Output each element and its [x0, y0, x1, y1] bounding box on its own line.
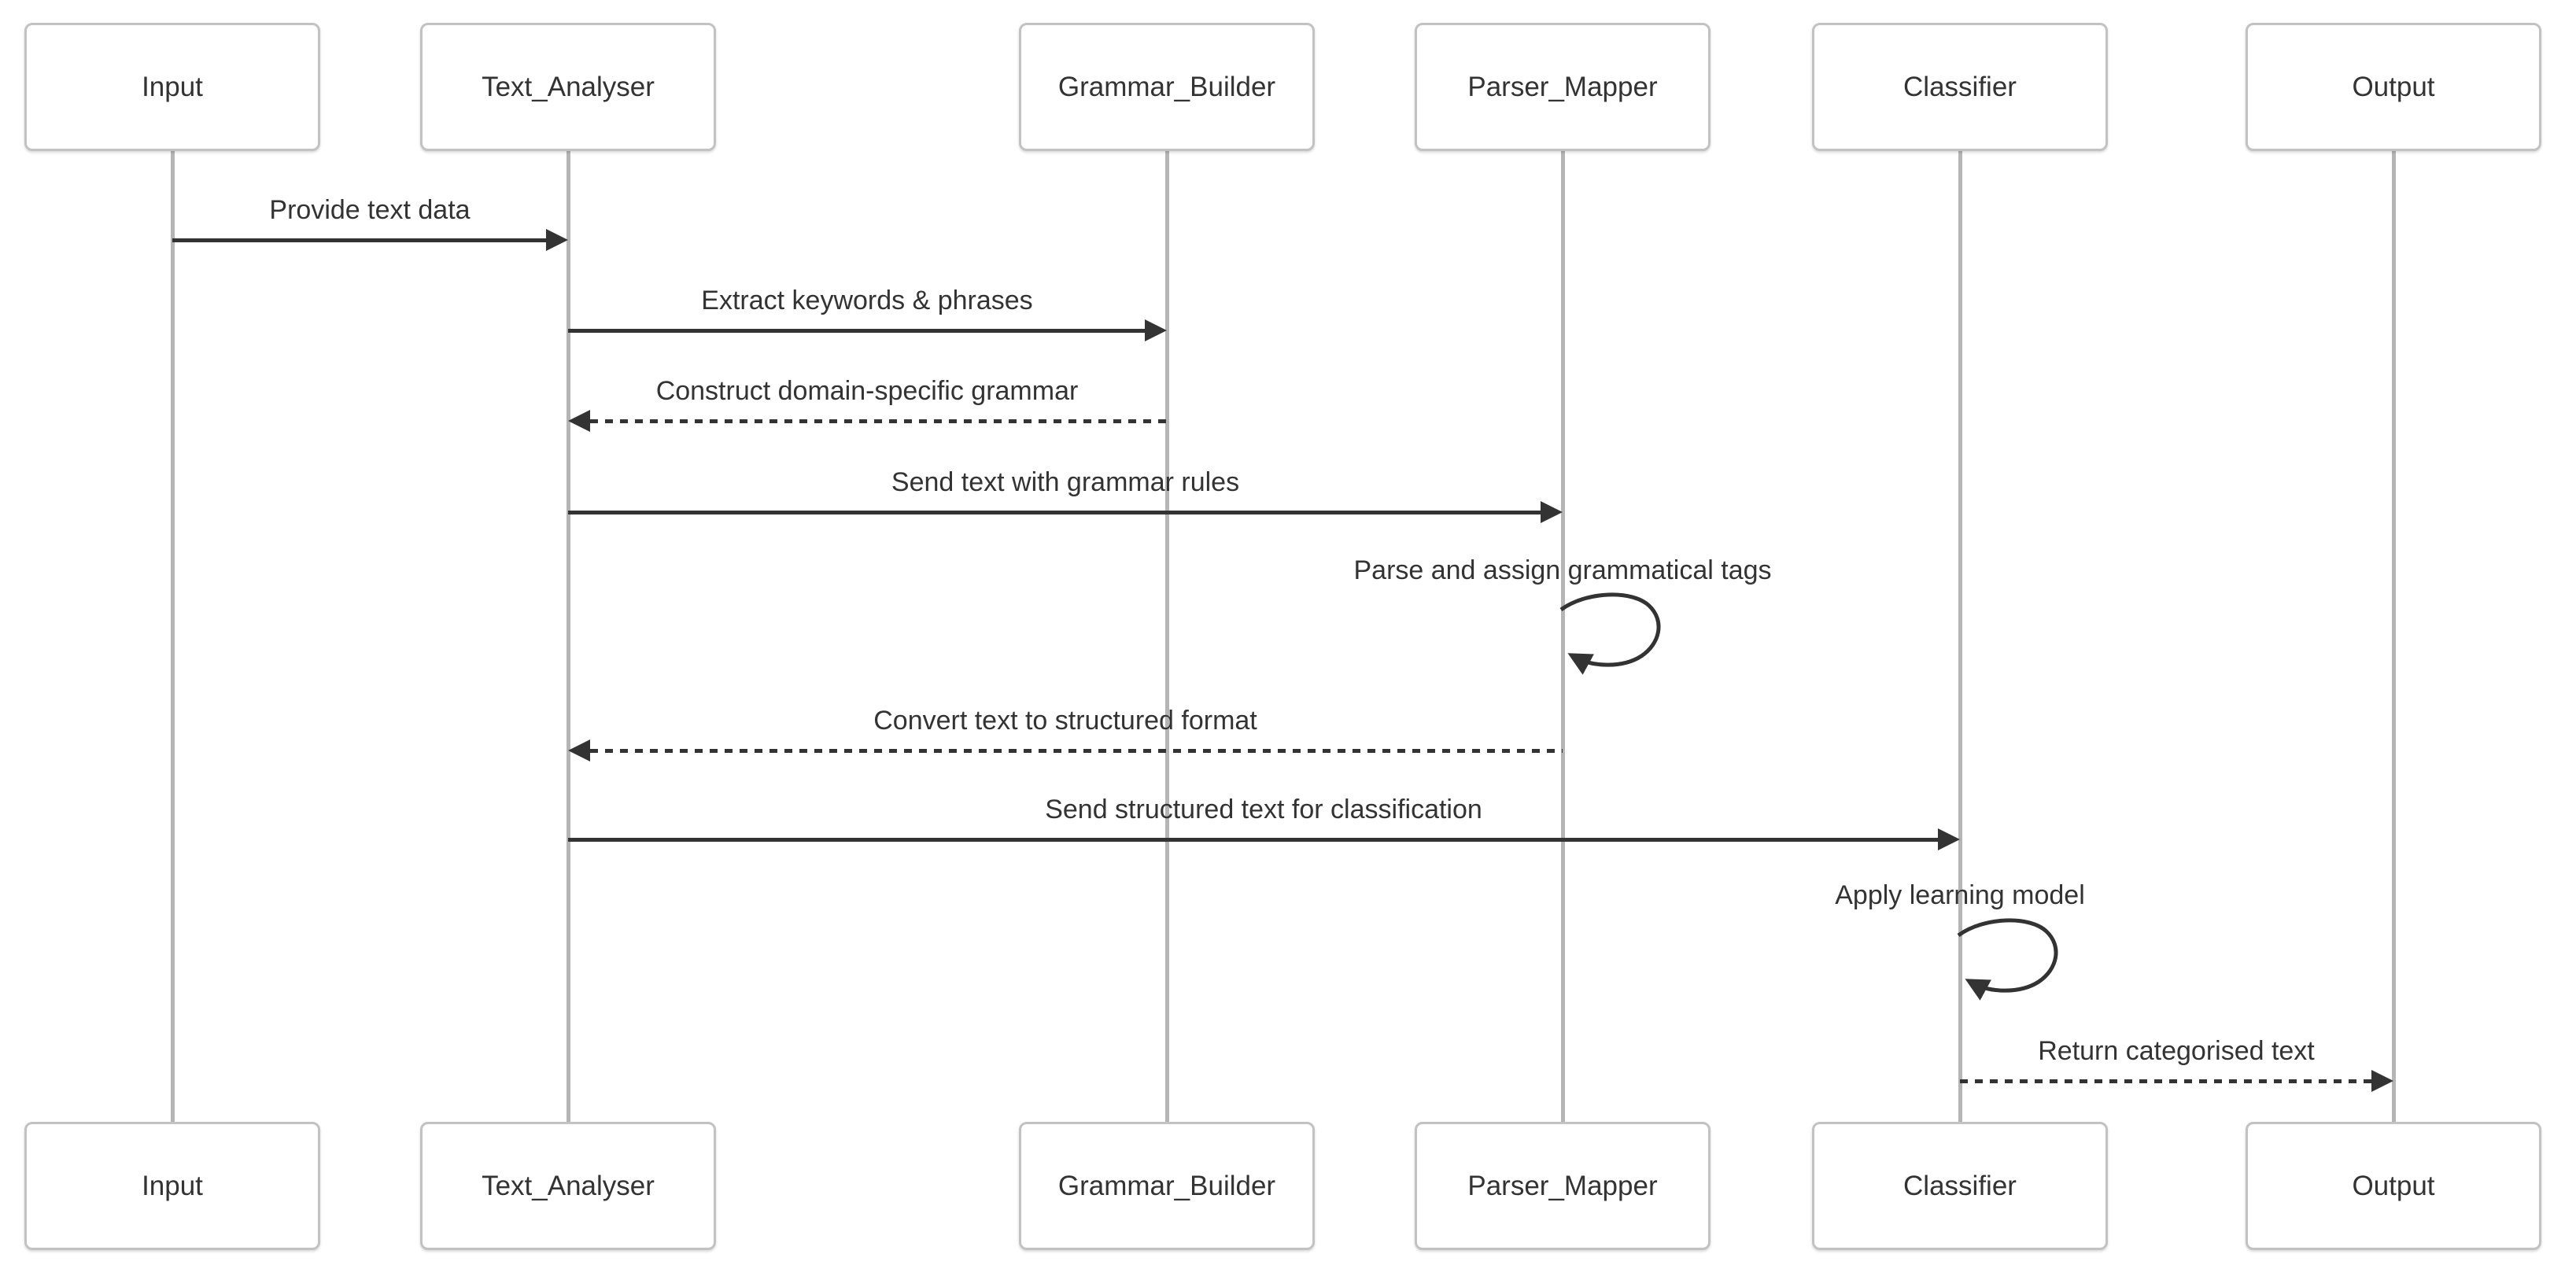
participant-bottom-input: Input — [24, 1122, 320, 1250]
message-2-arrowhead-icon — [1145, 319, 1167, 341]
participant-label: Output — [2352, 71, 2435, 102]
message-6-line — [590, 748, 1563, 753]
message-9-line — [1960, 1079, 2373, 1083]
participant-bottom-output: Output — [2246, 1122, 2541, 1250]
message-9-arrowhead-icon — [2371, 1070, 2393, 1092]
participant-top-classifier: Classifier — [1812, 23, 2108, 151]
message-1-line — [172, 238, 548, 242]
participant-label: Parser_Mapper — [1467, 71, 1658, 102]
participant-label: Parser_Mapper — [1467, 1170, 1658, 1201]
message-6-label: Convert text to structured format — [873, 706, 1257, 736]
lifeline-classifier — [1958, 151, 1962, 1122]
participant-label: Grammar_Builder — [1057, 71, 1276, 102]
lifeline-input — [170, 151, 175, 1122]
message-8-label: Apply learning model — [1835, 880, 2085, 910]
participant-top-output: Output — [2246, 23, 2541, 151]
participant-bottom-text-analyser: Text_Analyser — [420, 1122, 716, 1250]
lifeline-output — [2391, 151, 2396, 1122]
message-7-arrowhead-icon — [1938, 828, 1960, 850]
participant-label: Classifier — [1903, 71, 2017, 102]
participant-top-grammar-builder: Grammar_Builder — [1019, 23, 1315, 151]
lifeline-text-analyser — [566, 151, 570, 1122]
participant-label: Output — [2352, 1170, 2435, 1201]
message-5-label: Parse and assign grammatical tags — [1353, 555, 1772, 585]
message-4-arrowhead-icon — [1541, 501, 1563, 523]
message-1-label: Provide text data — [269, 195, 471, 225]
participant-top-input: Input — [24, 23, 320, 151]
participant-label: Text_Analyser — [482, 1170, 655, 1201]
participant-top-text-analyser: Text_Analyser — [420, 23, 716, 151]
participant-bottom-grammar-builder: Grammar_Builder — [1019, 1122, 1315, 1250]
lifeline-parser-mapper — [1560, 151, 1565, 1122]
message-4-line — [568, 510, 1542, 514]
participant-bottom-classifier: Classifier — [1812, 1122, 2108, 1250]
message-7-label: Send structured text for classification — [1045, 795, 1482, 824]
message-4-label: Send text with grammar rules — [891, 467, 1240, 497]
message-2-line — [568, 328, 1146, 333]
participant-label: Text_Analyser — [482, 71, 655, 102]
message-5-self-loop-icon — [1559, 592, 1661, 675]
message-8-self-loop-icon — [1957, 918, 2058, 1001]
message-6-arrowhead-icon — [568, 739, 590, 762]
participant-label: Grammar_Builder — [1057, 1170, 1276, 1201]
message-9-label: Return categorised text — [2038, 1036, 2315, 1066]
participant-label: Input — [142, 71, 203, 102]
message-3-line — [590, 419, 1167, 423]
message-1-arrowhead-icon — [546, 229, 568, 251]
participant-label: Classifier — [1903, 1170, 2017, 1201]
message-7-line — [568, 837, 1939, 842]
message-2-label: Extract keywords & phrases — [701, 286, 1033, 315]
participant-bottom-parser-mapper: Parser_Mapper — [1415, 1122, 1711, 1250]
lifeline-grammar-builder — [1164, 151, 1169, 1122]
participant-label: Input — [142, 1170, 203, 1201]
participant-top-parser-mapper: Parser_Mapper — [1415, 23, 1711, 151]
message-3-arrowhead-icon — [568, 410, 590, 432]
message-3-label: Construct domain-specific grammar — [655, 376, 1079, 406]
